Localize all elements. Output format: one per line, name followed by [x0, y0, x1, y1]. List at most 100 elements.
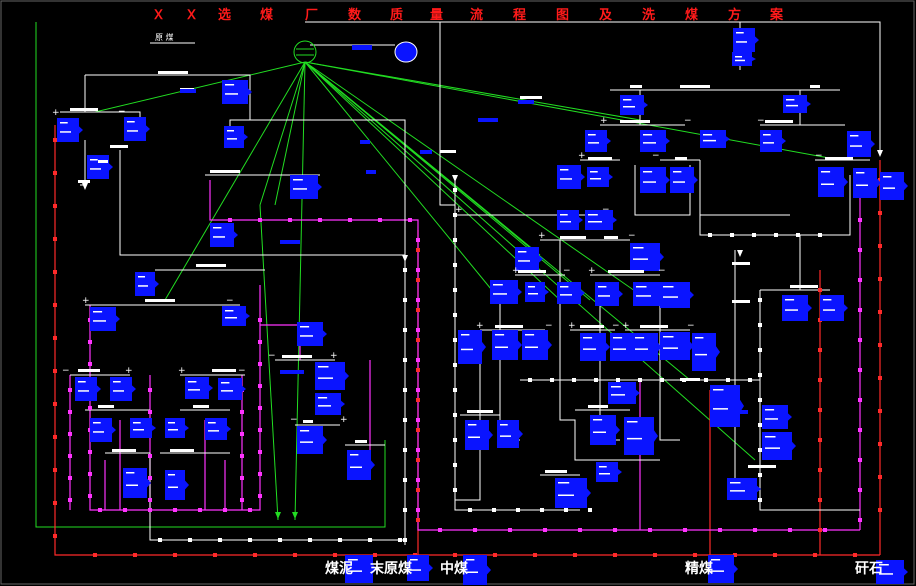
- data-box-text: [495, 334, 505, 336]
- data-box-text: [593, 431, 606, 433]
- line-node: [416, 248, 420, 252]
- data-box-text: [468, 436, 480, 438]
- line-node: [98, 508, 102, 512]
- data-box-text: [126, 484, 138, 486]
- data-box-text: [468, 424, 477, 426]
- line-node: [223, 508, 227, 512]
- stream-label: [765, 120, 793, 123]
- line-node: [416, 478, 420, 482]
- title-char: 量: [430, 8, 444, 23]
- line-node: [148, 508, 152, 512]
- title-char: Ｘ: [185, 8, 199, 23]
- data-box-text: [221, 390, 233, 392]
- data-box-text: [786, 104, 798, 107]
- data-box: [876, 560, 908, 584]
- minus-sign: −: [612, 321, 620, 331]
- data-box: [205, 418, 231, 440]
- line-node: [453, 488, 457, 492]
- stream-tag: [478, 118, 498, 122]
- line-node: [278, 538, 282, 542]
- data-box-text: [225, 317, 237, 319]
- line-node: [578, 528, 582, 532]
- data-box-text: [528, 293, 538, 295]
- stream-label: [355, 440, 367, 443]
- line-node: [858, 278, 862, 282]
- data-box-text: [300, 326, 310, 328]
- minus-sign: −: [628, 231, 636, 241]
- data-box: [87, 155, 113, 179]
- line-node: [416, 418, 420, 422]
- minus-sign: −: [652, 151, 660, 161]
- green-distribution-lines: [35, 22, 841, 528]
- line-node: [148, 454, 152, 458]
- data-box-text: [348, 559, 358, 561]
- plus-sign: +: [82, 296, 90, 306]
- line-node: [818, 468, 822, 472]
- line-node: [308, 538, 312, 542]
- stream-label: [560, 236, 586, 239]
- data-box-text: [500, 435, 511, 437]
- line-node: [473, 528, 477, 532]
- line-node: [616, 378, 620, 382]
- stream-label: [680, 378, 700, 381]
- line-node: [68, 476, 72, 480]
- minus-sign: −: [658, 266, 666, 276]
- stream-label: [196, 264, 226, 267]
- data-box: [587, 167, 613, 187]
- line-node: [818, 528, 822, 532]
- plus-sign: +: [578, 151, 586, 161]
- data-box-text: [627, 437, 642, 440]
- stream-label: [210, 170, 240, 173]
- data-box-text: [823, 299, 832, 301]
- line-node: [53, 270, 57, 274]
- line-node: [368, 538, 372, 542]
- line-node: [758, 323, 762, 327]
- stream-label: [620, 120, 650, 123]
- data-box-text: [93, 311, 103, 313]
- data-box-text: [673, 171, 682, 173]
- node-markers: [53, 138, 882, 557]
- line-node: [818, 348, 822, 352]
- line-node: [533, 553, 537, 557]
- line-node: [818, 498, 822, 502]
- data-box-text: [736, 32, 744, 34]
- data-box-text: [593, 419, 603, 421]
- raw-coal-label: 原 煤: [155, 32, 174, 42]
- line-node: [338, 538, 342, 542]
- title-char: Ｘ: [152, 8, 166, 23]
- title-char: 煤: [260, 8, 274, 23]
- line-node: [453, 238, 457, 242]
- title-char: 洗: [642, 8, 656, 23]
- data-box-text: [636, 295, 651, 297]
- line-node: [493, 553, 497, 557]
- stream-tag: [420, 150, 432, 154]
- line-node: [403, 538, 407, 542]
- data-box-text: [60, 122, 68, 124]
- data-box: [407, 555, 433, 581]
- data-box-text: [635, 337, 645, 339]
- data-box: [692, 333, 720, 371]
- line-node: [53, 435, 57, 439]
- data-box: [595, 282, 623, 306]
- line-node: [88, 406, 92, 410]
- data-box: [458, 330, 486, 364]
- data-box-text: [518, 251, 527, 253]
- data-box: [522, 330, 552, 360]
- stream-label: [440, 150, 456, 153]
- line-node: [293, 553, 297, 557]
- line-node: [416, 388, 420, 392]
- data-box-text: [590, 178, 601, 180]
- plus-sign: +: [512, 266, 520, 276]
- stream-tag: [518, 100, 534, 104]
- data-box-text: [613, 337, 623, 339]
- line-node: [453, 413, 457, 417]
- data-box-text: [588, 221, 602, 223]
- stream-label: [630, 85, 642, 88]
- line-node: [858, 428, 862, 432]
- data-box-text: [599, 473, 610, 475]
- line-node: [416, 488, 420, 492]
- title-char: 程: [513, 8, 527, 23]
- data-box-text: [78, 381, 86, 383]
- data-box: [165, 418, 189, 438]
- line-node: [660, 378, 664, 382]
